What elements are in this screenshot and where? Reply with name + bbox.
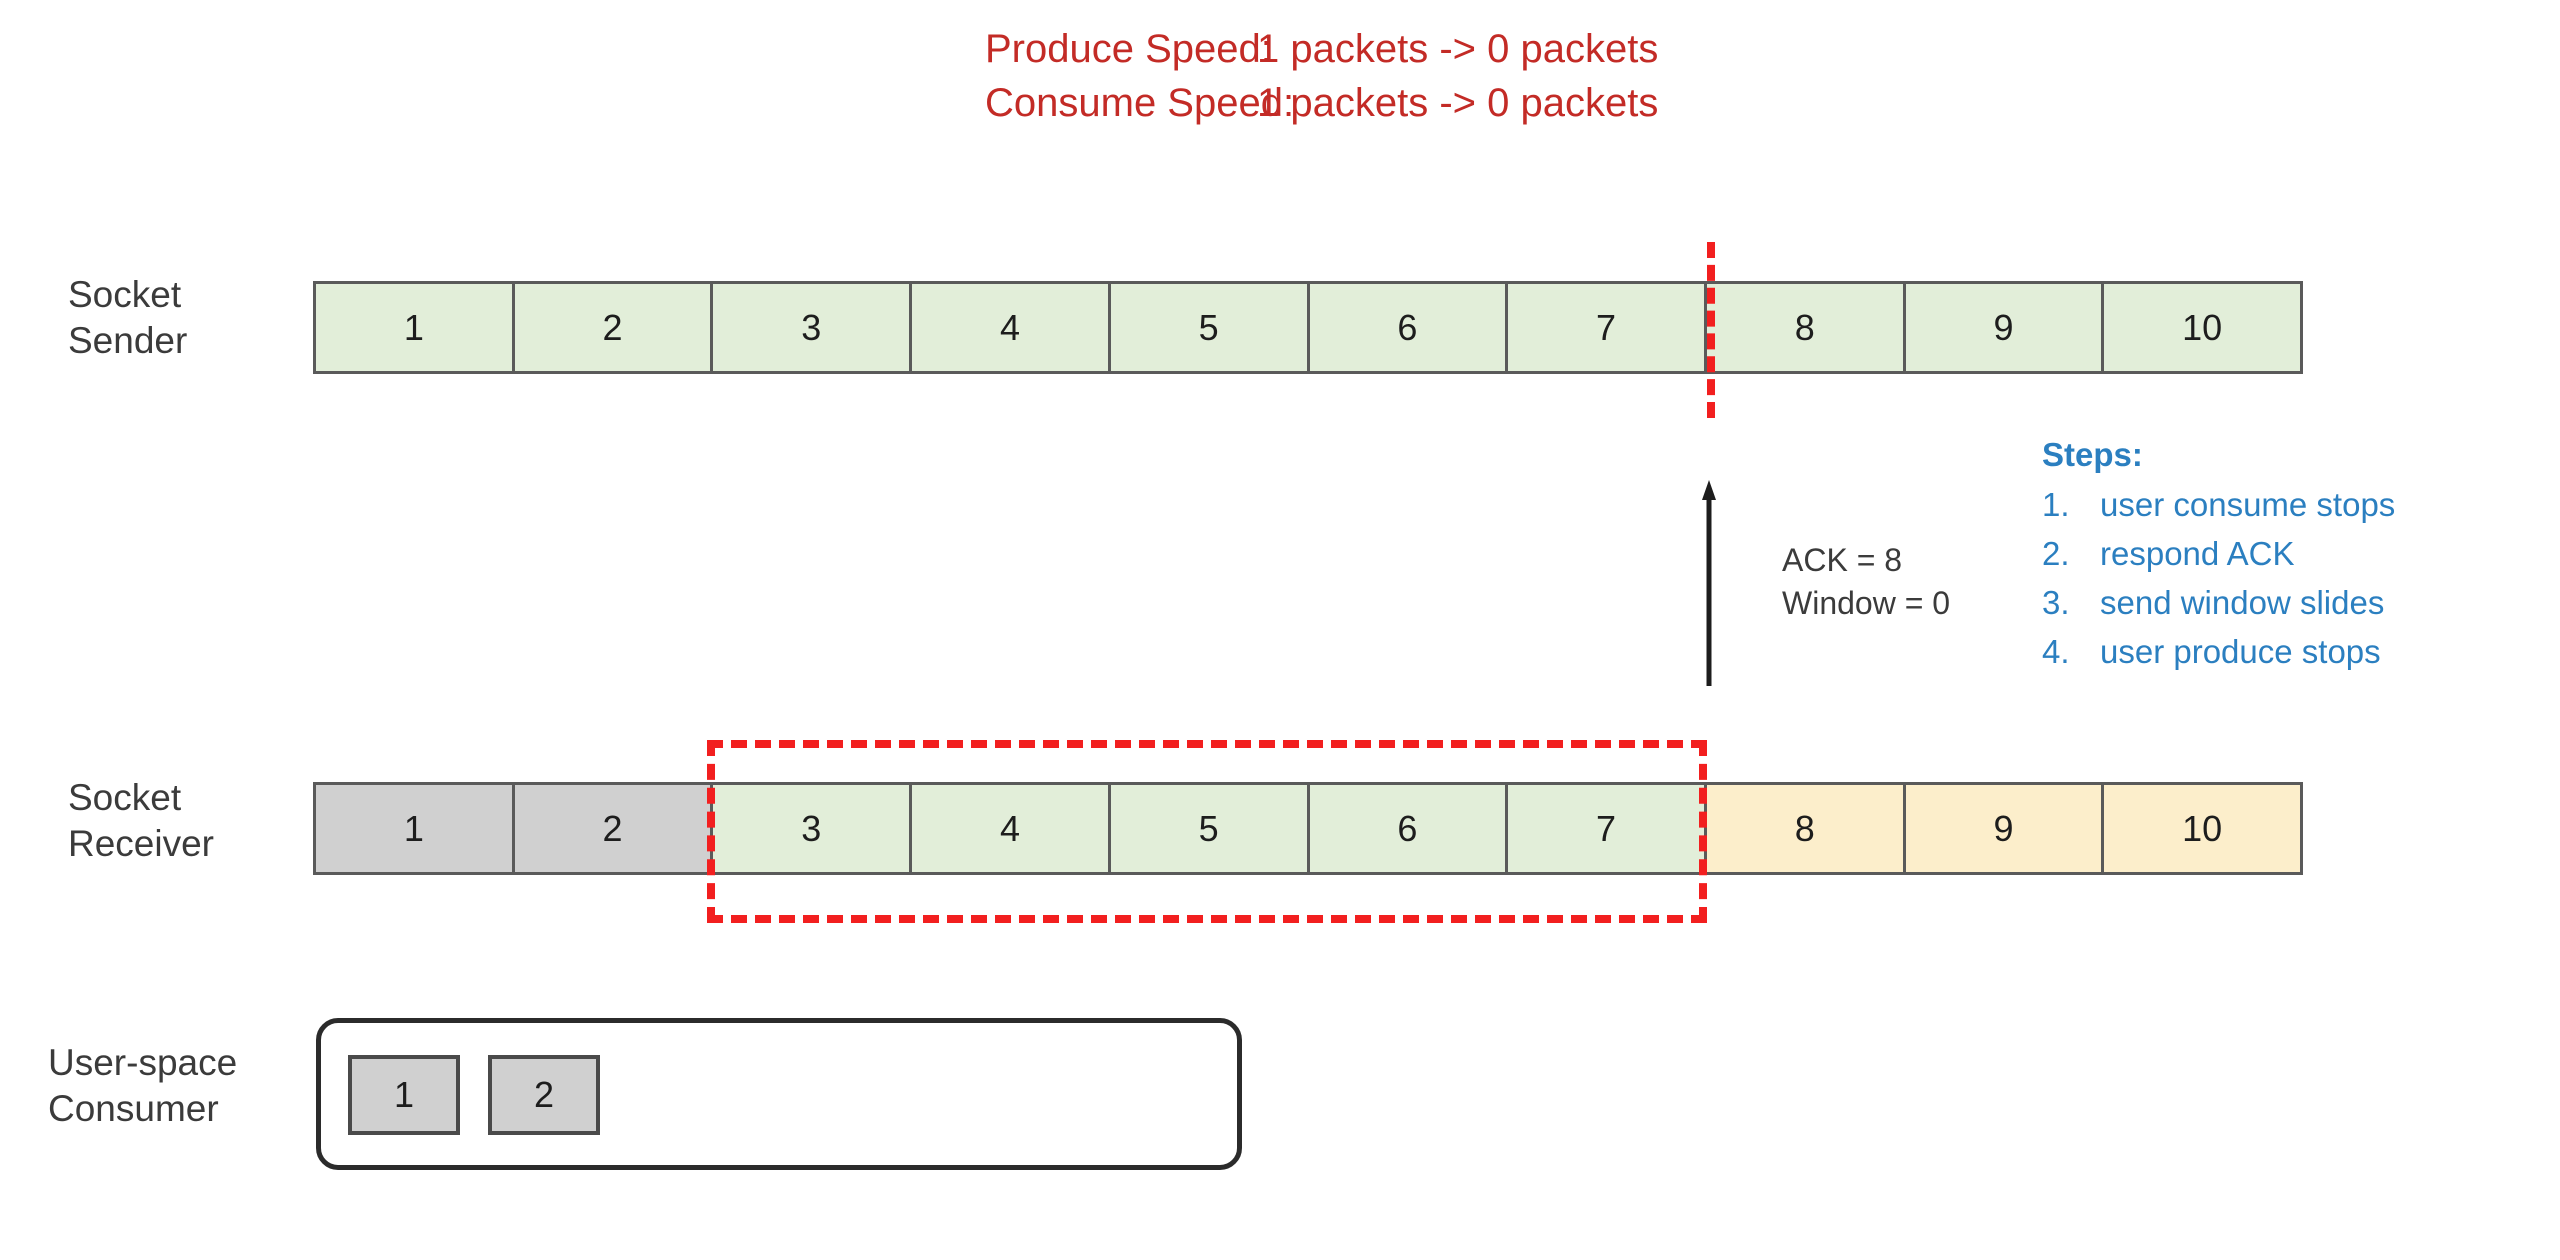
step-text: respond ACK xyxy=(2100,535,2295,572)
cell-value: 6 xyxy=(1397,807,1418,849)
socket-receiver-label-line1: Socket xyxy=(68,777,182,818)
cell-value: 1 xyxy=(403,807,424,849)
cell-value: 6 xyxy=(1397,306,1418,348)
produce-speed-row: Produce Speed: 1 packets -> 0 packets xyxy=(985,22,1658,76)
socket-sender-label-line2: Sender xyxy=(68,320,188,362)
step-item-2: 2. respond ACK xyxy=(2042,537,2395,570)
receiver-window-highlight-box xyxy=(707,740,1707,923)
cell-value: 2 xyxy=(602,306,623,348)
produce-speed-value: 1 packets -> 0 packets xyxy=(1257,27,1659,71)
ack-window-annotation: ACK = 8 Window = 0 xyxy=(1782,539,1950,625)
cell-value: 2 xyxy=(602,807,623,849)
cell-value: 4 xyxy=(999,807,1020,849)
cell-value: 5 xyxy=(1198,807,1219,849)
step-item-4: 4. user produce stops xyxy=(2042,635,2395,668)
socket-receiver-label-line2: Receiver xyxy=(68,823,214,865)
consume-speed-row: Consume Speed: 1 packets -> 0 packets xyxy=(985,76,1658,130)
step-number: 4. xyxy=(2042,633,2070,670)
cell-value: 7 xyxy=(1596,807,1617,849)
steps-title: Steps: xyxy=(2042,436,2143,473)
sender-cell-4: 4 xyxy=(912,284,1111,371)
cell-value: 8 xyxy=(1794,306,1815,348)
user-space-consumer-label-line2: Consumer xyxy=(48,1088,219,1130)
step-item-1: 1. user consume stops xyxy=(2042,488,2395,521)
user-space-consumer-label: User-space Consumer xyxy=(48,1040,237,1133)
consumer-item-1: 1 xyxy=(348,1055,460,1135)
receiver-cell-6: 6 xyxy=(1309,785,1509,872)
step-number: 1. xyxy=(2042,486,2070,523)
cell-value: 8 xyxy=(1794,807,1815,849)
sender-cell-3: 3 xyxy=(713,284,913,371)
socket-sender-buffer: 1 2 3 4 5 6 7 8 9 10 xyxy=(313,281,2303,374)
cell-value: 9 xyxy=(1993,807,2014,849)
step-number: 2. xyxy=(2042,535,2070,572)
receiver-cell-1: 1 xyxy=(316,785,515,872)
user-space-consumer-label-line1: User-space xyxy=(48,1042,238,1083)
consume-speed-value: 1 packets -> 0 packets xyxy=(1257,81,1659,125)
cell-value: 9 xyxy=(1993,306,2014,348)
steps-list: 1. user consume stops 2. respond ACK 3. send … xyxy=(2042,488,2395,668)
cell-value: 7 xyxy=(1596,306,1617,348)
sender-window-boundary-marker xyxy=(1707,242,1715,418)
step-text: send window slides xyxy=(2100,584,2385,621)
sender-cell-6: 6 xyxy=(1309,284,1509,371)
receiver-cell-3: 3 xyxy=(713,785,913,872)
sender-cell-5: 5 xyxy=(1110,284,1310,371)
sender-cell-10: 10 xyxy=(2104,284,2301,371)
ack-arrow-icon xyxy=(1702,480,1716,686)
cell-value: 3 xyxy=(801,306,822,348)
consume-speed-label: Consume Speed: xyxy=(985,81,1295,125)
sender-cell-7: 7 xyxy=(1508,284,1707,371)
cell-value: 5 xyxy=(1198,306,1219,348)
socket-sender-label-line1: Socket xyxy=(68,274,182,315)
window-value-line: Window = 0 xyxy=(1782,585,1951,622)
sender-cell-2: 2 xyxy=(514,284,714,371)
cell-value: 4 xyxy=(999,306,1020,348)
steps-panel: Steps: 1. user consume stops 2. respond ACK… xyxy=(2042,438,2395,684)
receiver-cell-8: 8 xyxy=(1706,785,1906,872)
step-text: user consume stops xyxy=(2100,486,2396,523)
sender-cell-8: 8 xyxy=(1706,284,1906,371)
receiver-cell-9: 9 xyxy=(1905,785,2105,872)
receiver-cell-5: 5 xyxy=(1110,785,1310,872)
cell-value: 3 xyxy=(801,807,822,849)
ack-value-line: ACK = 8 xyxy=(1782,542,1903,578)
receiver-cell-2: 2 xyxy=(514,785,714,872)
socket-receiver-buffer: 1 2 3 4 5 6 7 8 9 10 xyxy=(313,782,2303,875)
step-text: user produce stops xyxy=(2100,633,2381,670)
step-number: 3. xyxy=(2042,584,2070,621)
cell-value: 10 xyxy=(2182,306,2223,348)
receiver-cell-10: 10 xyxy=(2104,785,2301,872)
receiver-cell-4: 4 xyxy=(912,785,1111,872)
cell-value: 1 xyxy=(403,306,424,348)
consumer-item-2: 2 xyxy=(488,1055,600,1135)
receiver-cell-7: 7 xyxy=(1508,785,1707,872)
sender-cell-1: 1 xyxy=(316,284,515,371)
cell-value: 10 xyxy=(2182,807,2223,849)
produce-speed-label: Produce Speed: xyxy=(985,27,1272,71)
step-item-3: 3. send window slides xyxy=(2042,586,2395,619)
user-space-consumer-box xyxy=(316,1018,1242,1170)
socket-receiver-label: Socket Receiver xyxy=(68,775,214,868)
sender-cell-9: 9 xyxy=(1905,284,2105,371)
socket-sender-label: Socket Sender xyxy=(68,272,187,365)
speed-summary: Produce Speed: 1 packets -> 0 packets Co… xyxy=(985,22,1658,130)
